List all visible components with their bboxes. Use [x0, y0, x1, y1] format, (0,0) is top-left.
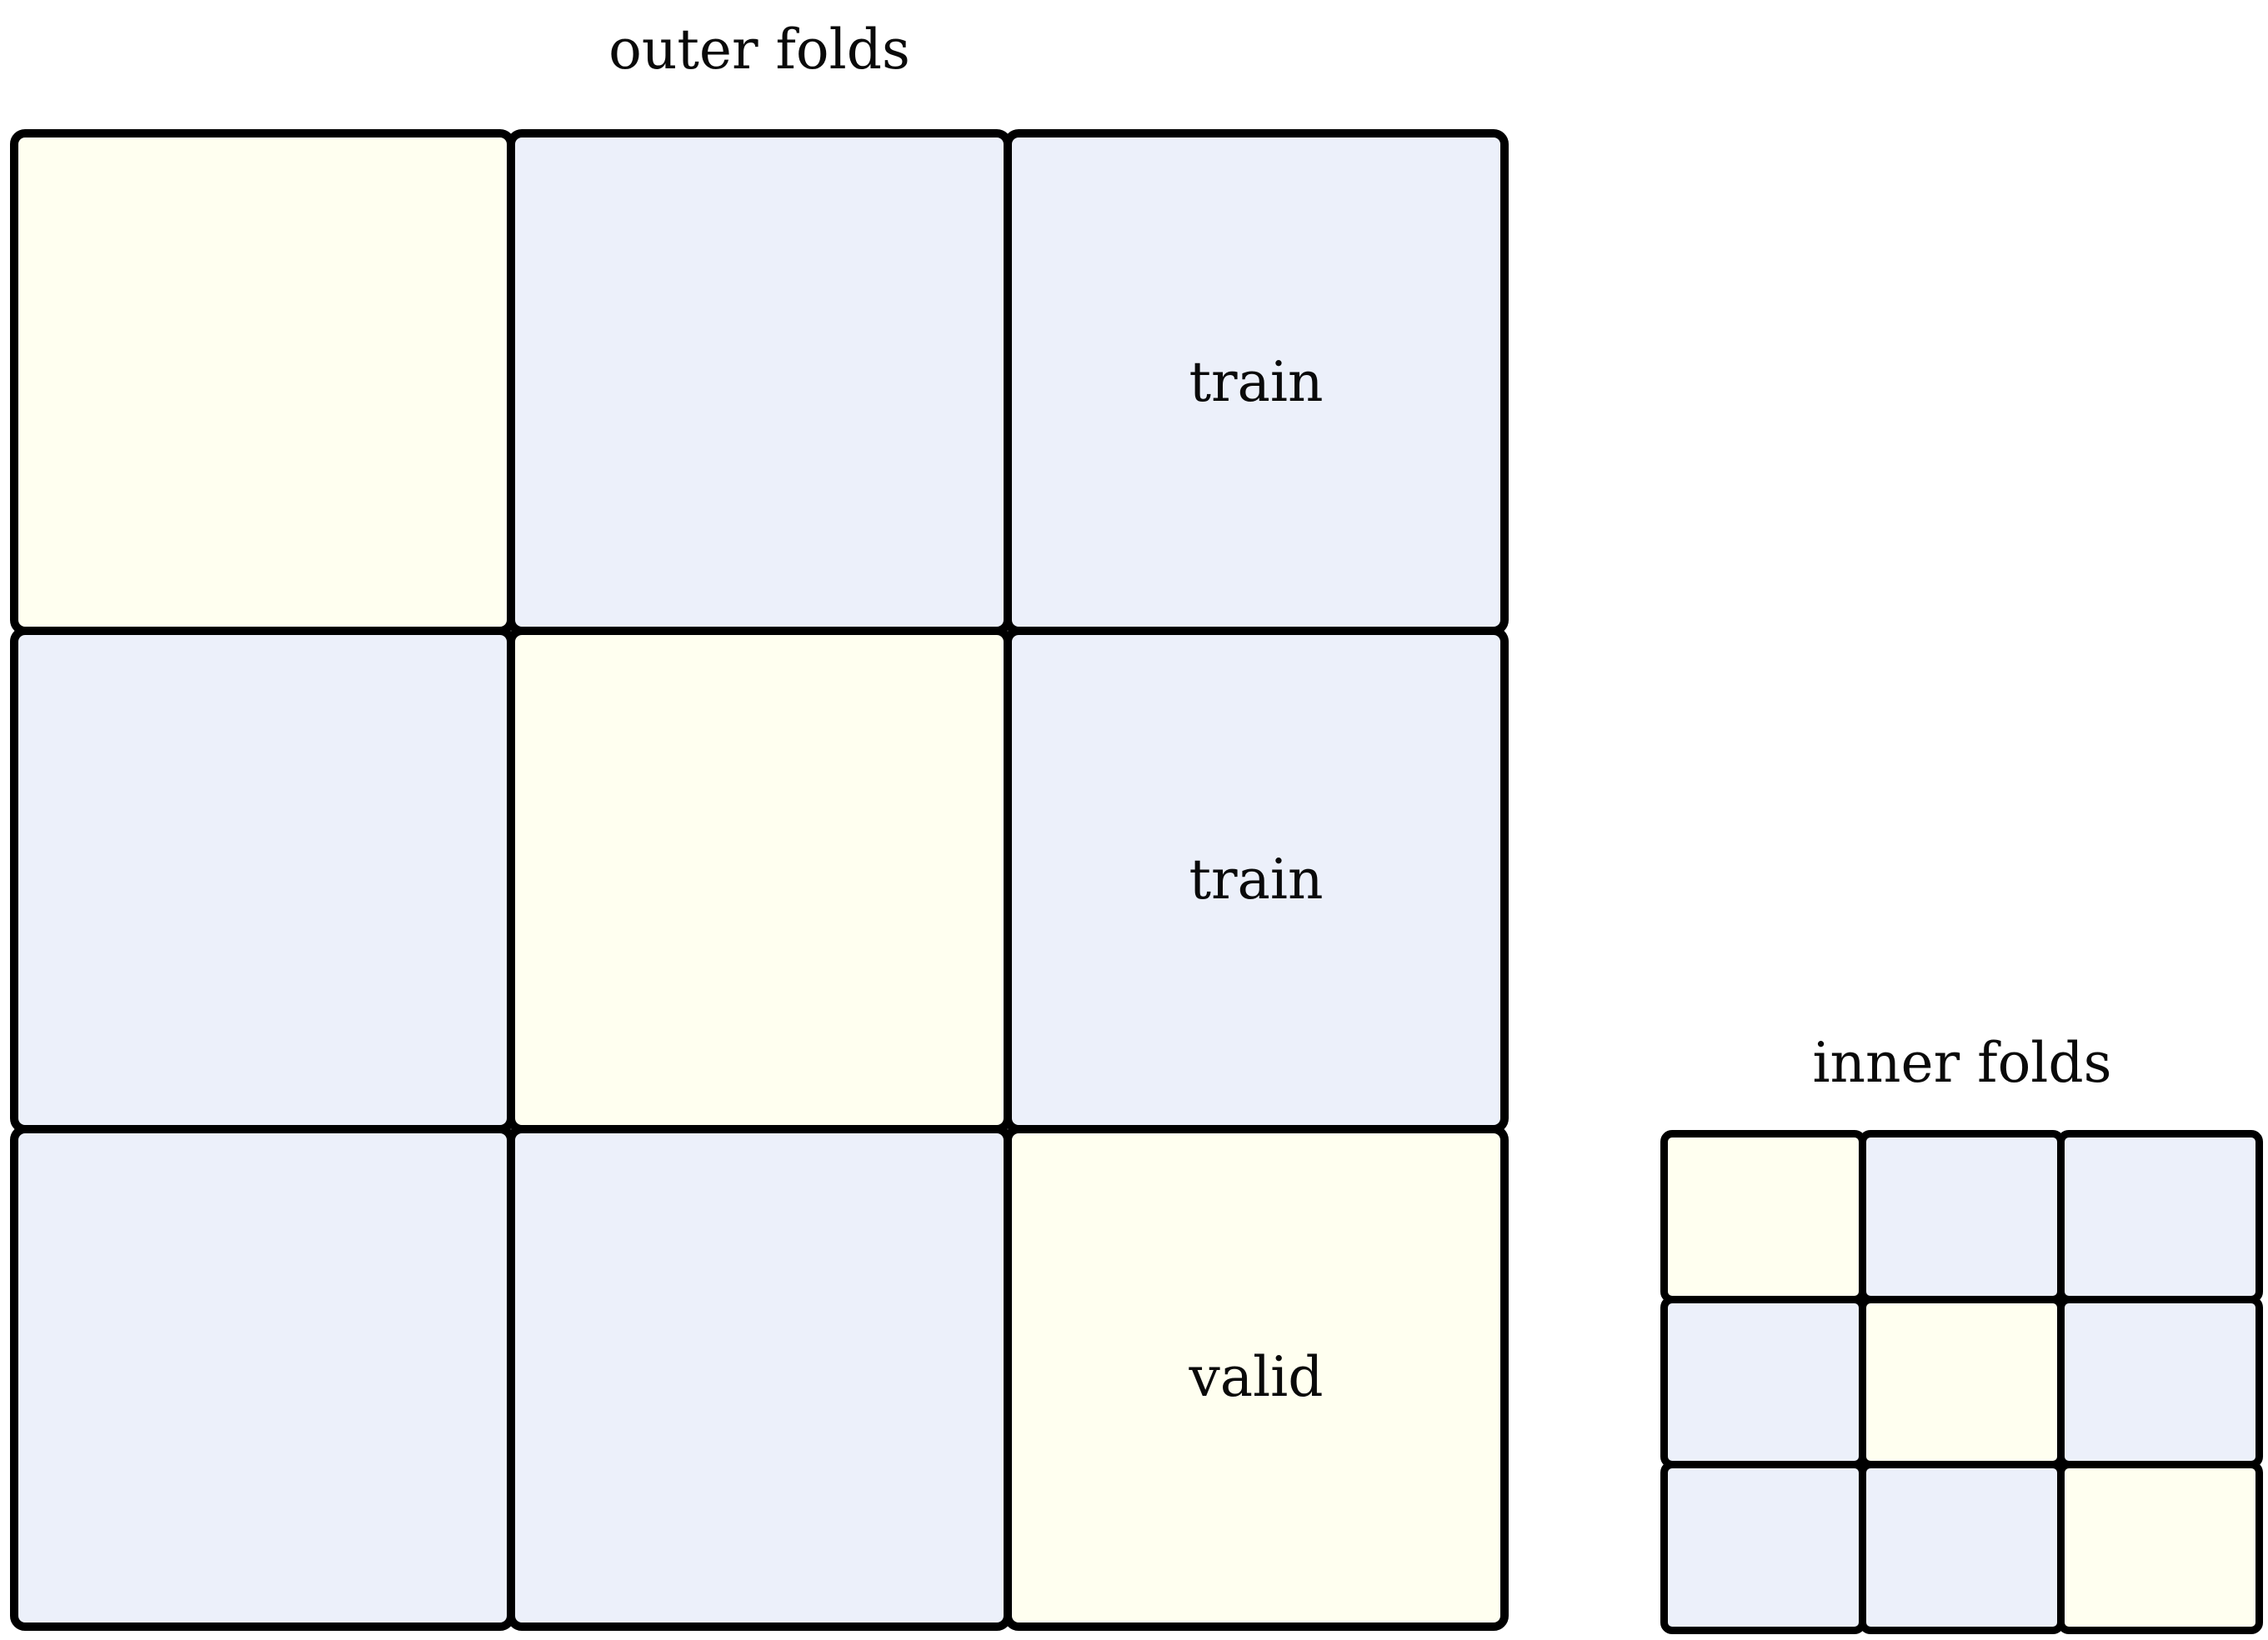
outer-fold-cell-train: [507, 129, 1012, 636]
outer-fold-cell-train: [507, 1124, 1012, 1631]
inner-fold-cell-train: [1660, 1295, 1866, 1469]
inner-fold-cell-valid: [2057, 1461, 2263, 1634]
outer-fold-cell-valid: [507, 627, 1012, 1133]
inner-folds-grid: [1660, 1130, 2263, 1634]
outer-fold-cell-train: [10, 627, 515, 1133]
outer-fold-cell-valid: [10, 129, 515, 636]
outer-folds-title: outer folds: [608, 18, 910, 82]
outer-fold-cell-train: train: [1004, 627, 1509, 1133]
inner-fold-cell-valid: [1859, 1295, 2065, 1469]
inner-fold-cell-train: [1859, 1461, 2065, 1634]
outer-fold-cell-label: train: [1189, 847, 1324, 912]
outer-fold-cell-label: valid: [1189, 1345, 1324, 1410]
outer-fold-cell-label: train: [1189, 349, 1324, 414]
inner-fold-cell-train: [1859, 1130, 2065, 1303]
outer-fold-cell-valid: valid: [1004, 1124, 1509, 1631]
inner-fold-cell-train: [2057, 1130, 2263, 1303]
inner-fold-cell-train: [2057, 1295, 2263, 1469]
inner-fold-cell-train: [1660, 1461, 1866, 1634]
outer-fold-cell-train: train: [1004, 129, 1509, 636]
inner-folds-title: inner folds: [1812, 1031, 2112, 1095]
outer-fold-cell-train: [10, 1124, 515, 1631]
inner-fold-cell-valid: [1660, 1130, 1866, 1303]
outer-folds-grid: train train valid: [10, 129, 1509, 1631]
